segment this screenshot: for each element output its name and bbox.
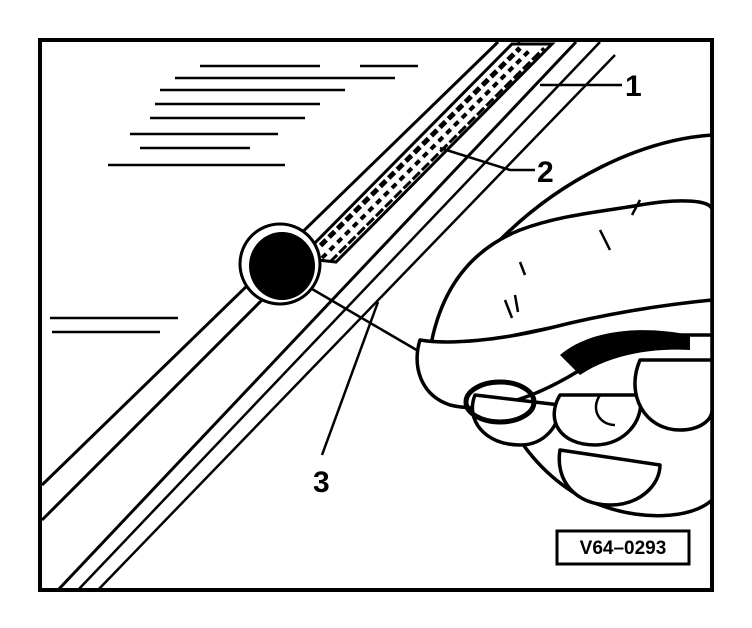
svg-text:1: 1 — [625, 70, 642, 103]
svg-text:2: 2 — [537, 156, 554, 189]
callout-1: 1 — [625, 70, 642, 103]
sealing-strip — [296, 42, 556, 264]
callout-2: 2 — [537, 156, 554, 189]
glass-shading — [50, 64, 418, 334]
hand-detail-lines — [503, 199, 642, 427]
leader-lines — [320, 83, 622, 456]
svg-text:3: 3 — [313, 466, 330, 499]
cutting-wire — [299, 280, 421, 354]
reference-code-box: V64–0293 — [555, 529, 691, 566]
finger-shadow — [560, 330, 690, 375]
callout-3: 3 — [313, 466, 330, 499]
reference-code: V64–0293 — [580, 538, 667, 559]
wire-knob — [238, 222, 322, 306]
hand — [415, 133, 712, 518]
